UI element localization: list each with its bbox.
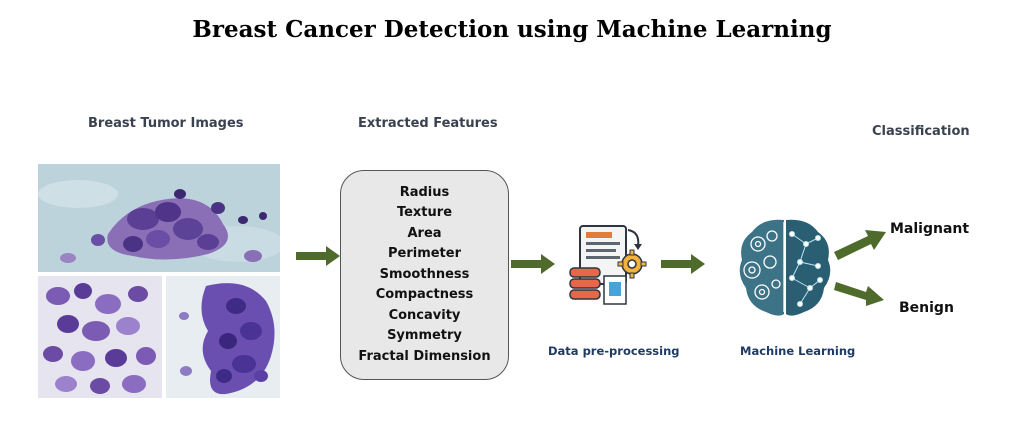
tumor-image-bottom-left: [38, 276, 162, 398]
arrow-features-to-preprocessing: [511, 254, 555, 274]
tumor-image-top: [38, 164, 280, 272]
outcome-malignant: Malignant: [890, 221, 970, 237]
arrow-to-malignant: [834, 230, 886, 260]
document-gear-database-icon: [569, 225, 647, 305]
feature-item: Radius: [399, 184, 450, 200]
extracted-features-box: Radius Texture Area Perimeter Smoothness…: [340, 170, 509, 380]
arrow-images-to-features: [296, 246, 340, 266]
heading-classification: Classification: [872, 124, 970, 139]
page-title: Breast Cancer Detection using Machine Le…: [192, 16, 832, 43]
feature-item: Area: [407, 225, 442, 241]
feature-item: Symmetry: [387, 328, 462, 344]
tumor-image-bottom-right: [166, 276, 280, 398]
brain-circuit-gear-icon: [739, 219, 831, 316]
heading-breast-tumor-images: Breast Tumor Images: [88, 116, 244, 131]
feature-item: Fractal Dimension: [358, 348, 491, 364]
arrow-to-benign: [834, 282, 884, 306]
machine-learning-label: Machine Learning: [740, 344, 856, 358]
arrow-preprocessing-to-ml: [661, 254, 705, 274]
feature-item: Compactness: [375, 287, 474, 303]
feature-item: Perimeter: [387, 246, 462, 262]
heading-extracted-features: Extracted Features: [358, 116, 498, 131]
feature-item: Concavity: [388, 307, 461, 323]
feature-item: Smoothness: [379, 266, 470, 282]
feature-item: Texture: [396, 205, 453, 221]
preprocessing-label: Data pre-processing: [548, 344, 680, 358]
outcome-benign: Benign: [899, 300, 954, 316]
